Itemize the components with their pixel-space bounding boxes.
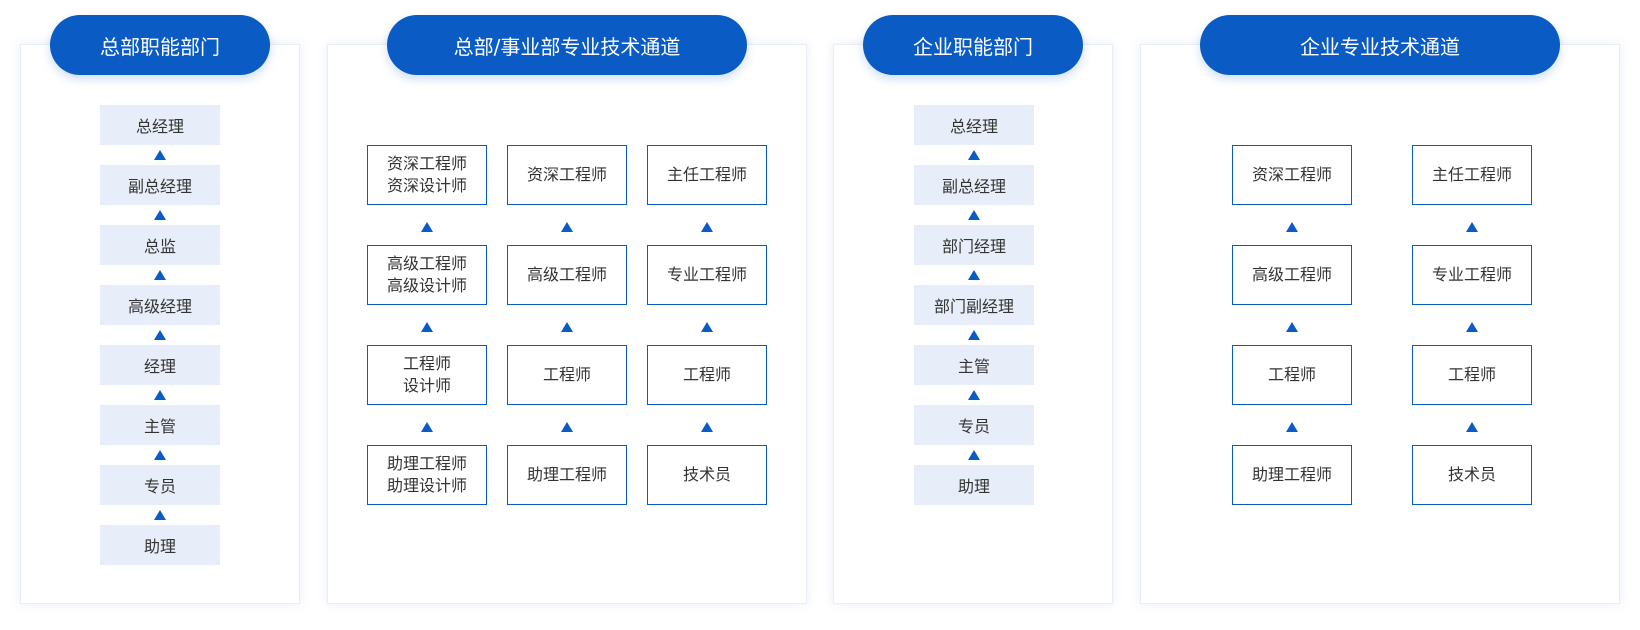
functional-level-box: 助理 [100,525,220,565]
triangle-up-icon [421,322,433,332]
section-title-hq-functional: 总部职能部门 [50,15,270,75]
technical-level-box: 工程师 [647,345,767,405]
triangle-up-icon [421,222,433,232]
functional-level-box: 助理 [914,465,1034,505]
technical-level-box: 资深工程师资深设计师 [367,145,487,205]
functional-level-box: 主管 [100,405,220,445]
technical-level-label: 设计师 [402,376,451,395]
triangle-up-icon [968,450,980,460]
triangle-up-icon [421,422,433,432]
technical-level-label: 工程师 [1267,365,1316,384]
triangle-up-icon [1466,422,1478,432]
triangle-up-icon [1466,222,1478,232]
functional-level-box: 副总经理 [914,165,1034,205]
functional-level-box: 专员 [914,405,1034,445]
technical-level-label: 工程师 [402,354,451,373]
technical-level-label: 资深工程师 [386,154,467,173]
triangle-up-icon [1286,322,1298,332]
panel-enterprise-technical [1140,44,1620,604]
technical-level-label: 高级工程师 [1251,265,1332,284]
technical-level-label: 资深工程师 [526,165,607,184]
triangle-up-icon [701,222,713,232]
technical-level-label: 工程师 [542,365,591,384]
technical-level-label: 主任工程师 [1431,165,1512,184]
section-title-hq-technical: 总部/事业部专业技术通道 [387,15,747,75]
technical-level-box: 助理工程师 [1232,445,1352,505]
technical-level-label: 高级设计师 [386,276,467,295]
technical-level-box: 技术员 [1412,445,1532,505]
triangle-up-icon [154,210,166,220]
technical-level-label: 助理工程师 [1251,465,1332,484]
functional-level-box: 专员 [100,465,220,505]
technical-level-box: 主任工程师 [1412,145,1532,205]
functional-level-box: 总监 [100,225,220,265]
triangle-up-icon [154,330,166,340]
technical-level-label: 助理工程师 [386,454,467,473]
technical-level-label: 助理工程师 [526,465,607,484]
functional-level-box: 总经理 [914,105,1034,145]
triangle-up-icon [561,322,573,332]
technical-level-label: 助理设计师 [386,476,467,495]
functional-level-box: 部门经理 [914,225,1034,265]
technical-level-box: 助理工程师助理设计师 [367,445,487,505]
technical-level-box: 工程师 [507,345,627,405]
triangle-up-icon [968,210,980,220]
technical-level-label: 工程师 [682,365,731,384]
technical-level-label: 资深工程师 [1251,165,1332,184]
triangle-up-icon [701,322,713,332]
technical-level-label: 资深设计师 [386,176,467,195]
technical-level-label: 主任工程师 [666,165,747,184]
technical-level-box: 资深工程师 [507,145,627,205]
technical-level-label: 工程师 [1447,365,1496,384]
technical-level-box: 专业工程师 [1412,245,1532,305]
triangle-up-icon [1286,222,1298,232]
functional-level-box: 主管 [914,345,1034,385]
technical-level-box: 高级工程师 [507,245,627,305]
technical-level-box: 资深工程师 [1232,145,1352,205]
technical-level-label: 高级工程师 [526,265,607,284]
technical-level-box: 工程师设计师 [367,345,487,405]
technical-level-box: 高级工程师 [1232,245,1352,305]
technical-level-label: 专业工程师 [1431,265,1512,284]
triangle-up-icon [154,510,166,520]
technical-level-box: 高级工程师高级设计师 [367,245,487,305]
functional-level-box: 经理 [100,345,220,385]
triangle-up-icon [154,270,166,280]
triangle-up-icon [968,270,980,280]
triangle-up-icon [154,150,166,160]
functional-level-box: 总经理 [100,105,220,145]
triangle-up-icon [561,222,573,232]
triangle-up-icon [968,390,980,400]
section-title-enterprise-technical: 企业专业技术通道 [1200,15,1560,75]
technical-level-label: 高级工程师 [386,254,467,273]
functional-level-box: 高级经理 [100,285,220,325]
triangle-up-icon [968,330,980,340]
technical-level-box: 工程师 [1232,345,1352,405]
functional-level-box: 副总经理 [100,165,220,205]
triangle-up-icon [1286,422,1298,432]
functional-level-box: 部门副经理 [914,285,1034,325]
triangle-up-icon [968,150,980,160]
technical-level-box: 主任工程师 [647,145,767,205]
triangle-up-icon [1466,322,1478,332]
technical-level-label: 技术员 [682,465,731,484]
triangle-up-icon [561,422,573,432]
triangle-up-icon [154,390,166,400]
triangle-up-icon [701,422,713,432]
section-title-enterprise-functional: 企业职能部门 [863,15,1083,75]
technical-level-box: 工程师 [1412,345,1532,405]
technical-level-box: 专业工程师 [647,245,767,305]
triangle-up-icon [154,450,166,460]
technical-level-label: 技术员 [1447,465,1496,484]
technical-level-box: 技术员 [647,445,767,505]
technical-level-label: 专业工程师 [666,265,747,284]
technical-level-box: 助理工程师 [507,445,627,505]
